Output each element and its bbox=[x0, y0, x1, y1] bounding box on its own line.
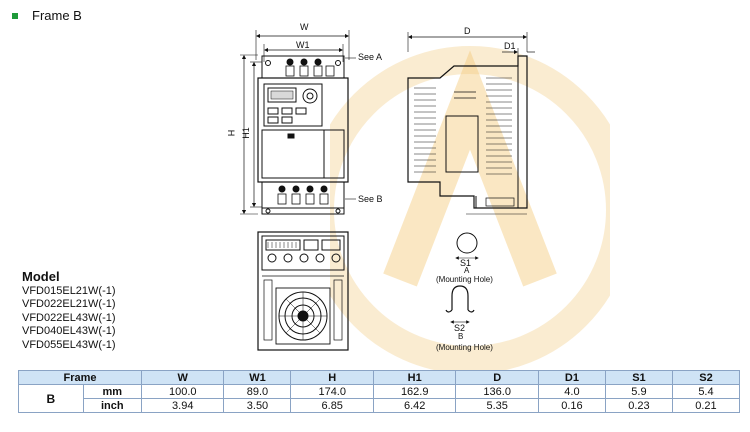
table-cell: 4.0 bbox=[537, 384, 606, 399]
front-view bbox=[240, 30, 356, 215]
frame-title: Frame B bbox=[32, 8, 82, 23]
table-cell: 0.21 bbox=[671, 398, 741, 413]
see-a-label: See A bbox=[358, 52, 383, 62]
dimension-table: Frame W W1 H H1 D D1 S1 S2 B mm 100.0 89… bbox=[18, 370, 741, 413]
hole-a-letter: A bbox=[464, 266, 470, 275]
column-header: H bbox=[290, 370, 374, 385]
bottom-view bbox=[257, 231, 349, 351]
hole-b-letter: B bbox=[458, 332, 464, 341]
table-row: B mm 100.0 89.0 174.0 162.9 136.0 4.0 5.… bbox=[18, 384, 741, 413]
column-header: W1 bbox=[223, 370, 292, 385]
model-title: Model bbox=[22, 269, 60, 284]
frame-header: Frame bbox=[18, 370, 142, 385]
mounting-hole-a bbox=[455, 232, 479, 260]
dim-label-w1: W1 bbox=[296, 40, 310, 50]
model-item: VFD055EL43W(-1) bbox=[22, 338, 116, 351]
see-b-label: See B bbox=[358, 194, 383, 204]
mounting-hole-b bbox=[445, 285, 475, 324]
dim-label-d1: D1 bbox=[504, 41, 516, 51]
dim-label-s2: S2 bbox=[454, 323, 466, 333]
table-cell: 3.94 bbox=[140, 398, 225, 413]
dim-label-w: W bbox=[300, 22, 309, 32]
side-view bbox=[407, 32, 535, 215]
table-cell: 0.16 bbox=[537, 398, 606, 413]
frame-heading: Frame B bbox=[12, 8, 82, 23]
watermark-logo-icon bbox=[330, 46, 610, 374]
model-item: VFD040EL43W(-1) bbox=[22, 325, 116, 337]
dim-label-h1: H1 bbox=[240, 127, 251, 139]
table-cell: 0.23 bbox=[604, 398, 673, 413]
table-cell: 6.85 bbox=[290, 398, 374, 413]
frame-cell: B bbox=[18, 384, 84, 413]
table-cell: 5.35 bbox=[455, 398, 539, 413]
table-cell: 136.0 bbox=[455, 384, 539, 399]
dim-label-d: D bbox=[464, 26, 471, 36]
model-item: VFD015EL21W(-1) bbox=[22, 284, 116, 297]
unit-cell: mm bbox=[82, 384, 143, 399]
table-header-row: Frame W W1 H H1 D D1 S1 S2 bbox=[18, 370, 741, 385]
column-header: H1 bbox=[372, 370, 457, 385]
hole-a-caption: (Mounting Hole) bbox=[436, 275, 493, 284]
table-cell: 3.50 bbox=[223, 398, 292, 413]
model-item: VFD022EL21W(-1) bbox=[22, 298, 116, 310]
table-cell: 174.0 bbox=[290, 384, 374, 399]
bullet-icon bbox=[12, 12, 18, 19]
hole-b-caption: (Mounting Hole) bbox=[436, 343, 493, 352]
dimension-drawings bbox=[240, 30, 535, 351]
column-header: S2 bbox=[671, 370, 741, 385]
column-header: D bbox=[455, 370, 539, 385]
table-cell: 162.9 bbox=[372, 384, 457, 399]
unit-cell: inch bbox=[82, 398, 143, 413]
table-cell: 6.42 bbox=[372, 398, 457, 413]
table-cell: 5.4 bbox=[671, 384, 741, 399]
table-cell: 89.0 bbox=[223, 384, 292, 399]
table-cell: 5.9 bbox=[604, 384, 673, 399]
table-row: inch 3.94 3.50 6.85 6.42 5.35 0.16 0.23 … bbox=[19, 398, 741, 413]
model-list: Model VFD015EL21W(-1) VFD022EL21W(-1) VF… bbox=[22, 270, 116, 352]
dim-label-s1: S1 bbox=[460, 258, 472, 268]
column-header: W bbox=[140, 370, 225, 385]
table-cell: 100.0 bbox=[140, 384, 225, 399]
model-item: VFD022EL43W(-1) bbox=[22, 311, 116, 324]
dim-label-h: H bbox=[226, 129, 237, 137]
column-header: S1 bbox=[604, 370, 673, 385]
column-header: D1 bbox=[537, 370, 606, 385]
